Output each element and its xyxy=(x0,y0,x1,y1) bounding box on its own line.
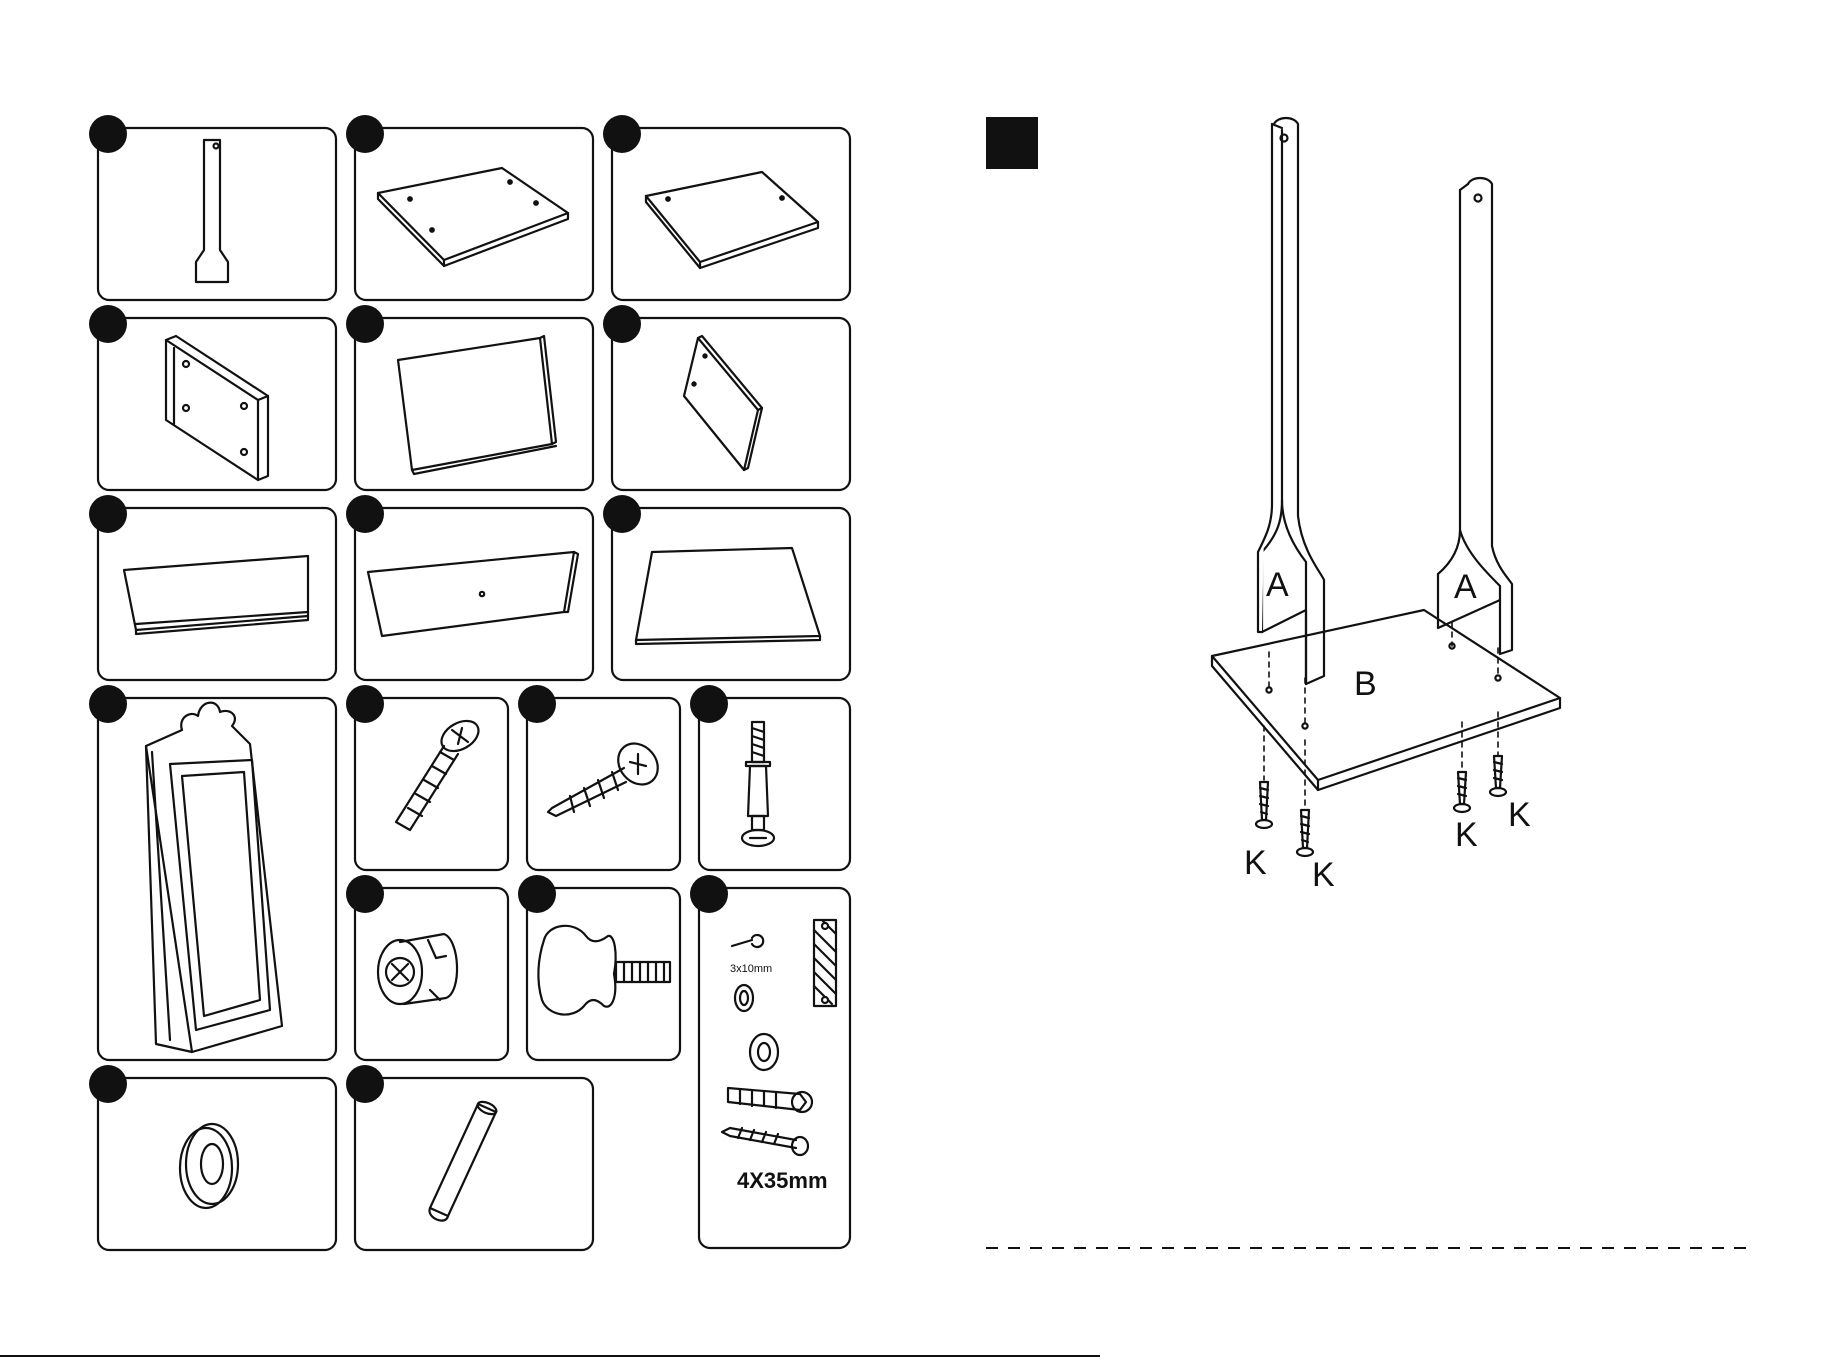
parts-list: 3x10mm 4X35mm xyxy=(89,115,850,1250)
part-number-badge xyxy=(690,875,728,913)
board-icon xyxy=(378,168,568,266)
screw-k-3 xyxy=(1454,772,1470,812)
wood-screw-icon xyxy=(548,736,666,816)
small-screw-size: 3x10mm xyxy=(730,963,772,975)
dowel-icon xyxy=(429,1099,498,1220)
part-number-badge xyxy=(89,115,127,153)
part-number-badge xyxy=(346,875,384,913)
part-cell-panel xyxy=(346,305,593,490)
assembly-drawing xyxy=(1212,118,1560,856)
block-icon xyxy=(166,336,268,480)
part-number-badge xyxy=(346,495,384,533)
part-cell-dowel xyxy=(346,1065,593,1250)
label-screw-k-4: K xyxy=(1508,796,1531,834)
base-board-b xyxy=(1212,610,1560,790)
step-marker xyxy=(986,117,1038,169)
mirror-frame-icon xyxy=(146,703,282,1052)
part-number-badge xyxy=(346,685,384,723)
part-cell-base-board xyxy=(346,115,593,300)
leg-icon xyxy=(196,140,228,282)
bolt-icon xyxy=(396,715,484,830)
shelf-icon xyxy=(636,548,820,644)
label-screw-k-3: K xyxy=(1455,816,1478,854)
part-cell-washer xyxy=(89,1065,336,1250)
part-number-badge xyxy=(89,305,127,343)
panel-icon xyxy=(398,336,556,474)
part-cell-shelf xyxy=(603,495,850,680)
large-screw-size: 4X35mm xyxy=(737,1168,828,1193)
label-leg-a-right: A xyxy=(1454,568,1477,606)
part-cell-strip-hole xyxy=(346,495,593,680)
part-cell-board xyxy=(603,115,850,300)
label-leg-a-left: A xyxy=(1266,566,1289,604)
part-number-badge xyxy=(518,685,556,723)
board-icon xyxy=(646,172,818,268)
part-cell-mirror-frame xyxy=(89,685,336,1060)
part-cell-strip xyxy=(89,495,336,680)
part-cell-wall-kit: 3x10mm 4X35mm xyxy=(690,875,850,1248)
label-base-b: B xyxy=(1354,665,1377,703)
part-cell-side-block xyxy=(89,305,336,490)
part-cell-narrow-panel xyxy=(603,305,850,490)
part-cell-bolt xyxy=(346,685,508,870)
part-cell-cam-bolt xyxy=(690,685,850,870)
part-number-badge xyxy=(346,115,384,153)
part-cell-wood-screw xyxy=(518,685,680,870)
screw-k-1 xyxy=(1256,782,1272,828)
strip-icon xyxy=(368,552,578,636)
part-number-badge xyxy=(346,305,384,343)
strip-icon xyxy=(124,556,308,634)
part-number-badge xyxy=(89,685,127,723)
part-number-badge xyxy=(603,305,641,343)
part-number-badge xyxy=(89,495,127,533)
part-number-badge xyxy=(89,1065,127,1103)
part-number-badge xyxy=(690,685,728,723)
part-number-badge xyxy=(603,115,641,153)
part-number-badge xyxy=(518,875,556,913)
part-number-badge xyxy=(346,1065,384,1103)
cam-lock-icon xyxy=(378,934,457,1004)
assembly-step: A A B K K K K xyxy=(986,117,1748,1248)
narrow-panel-icon xyxy=(684,336,762,470)
screw-k-4 xyxy=(1490,756,1506,796)
cam-bolt-icon xyxy=(742,722,774,846)
label-screw-k-1: K xyxy=(1244,844,1267,882)
label-screw-k-2: K xyxy=(1312,856,1335,894)
wall-kit-icons: 3x10mm xyxy=(722,920,836,1155)
part-number-badge xyxy=(603,495,641,533)
knob-icon xyxy=(538,926,670,1015)
screw-k-2 xyxy=(1297,810,1313,856)
part-cell-cam-lock xyxy=(346,875,508,1060)
part-cell-knob xyxy=(518,875,680,1060)
washer-icon xyxy=(180,1124,238,1208)
part-cell-leg xyxy=(89,115,336,300)
